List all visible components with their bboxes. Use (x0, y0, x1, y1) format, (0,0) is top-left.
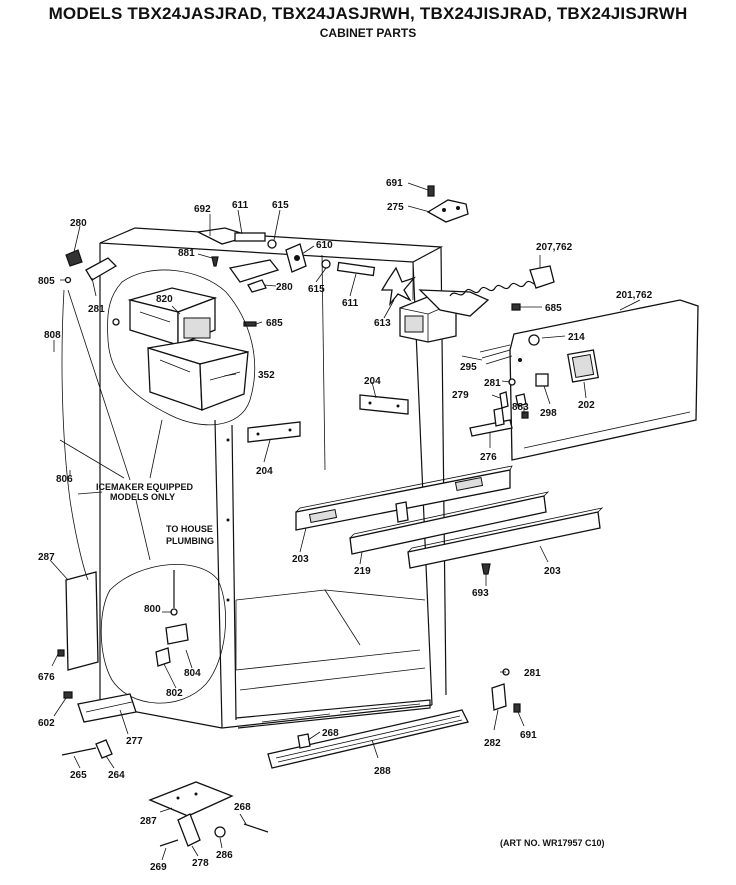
callout-203-left: 203 (292, 554, 309, 565)
callout-692: 692 (194, 204, 211, 215)
icemaker-note-line2: MODELS ONLY (110, 492, 175, 502)
callout-610: 610 (316, 240, 333, 251)
shelf-supports-204 (247, 394, 409, 443)
callout-214: 214 (568, 332, 585, 343)
icemaker-note-line1: ICEMAKER EQUIPPED (96, 482, 194, 492)
callout-282: 282 (484, 738, 501, 749)
water-tube-280 (64, 249, 267, 293)
fan-motor-housing (399, 265, 555, 343)
callout-277: 277 (126, 736, 143, 747)
callout-881: 881 (178, 248, 195, 259)
callout-287-bottom: 287 (140, 816, 157, 827)
callout-611-top: 611 (232, 200, 249, 211)
access-cover-287 (57, 571, 99, 671)
callout-615-mid: 615 (308, 284, 325, 295)
callout-691-bottom: 691 (520, 730, 537, 741)
callout-288: 288 (374, 766, 391, 777)
callout-264: 264 (108, 770, 125, 781)
callout-820: 820 (156, 294, 173, 305)
callout-691-top: 691 (386, 178, 403, 189)
callout-202: 202 (578, 400, 595, 411)
callout-203-right: 203 (544, 566, 561, 577)
top-hinge-275 (426, 185, 469, 223)
plumbing-note-line2: PLUMBING (166, 536, 214, 546)
callout-268: 268 (322, 728, 339, 739)
callout-281-right: 281 (524, 668, 541, 679)
page-subtitle: CABINET PARTS (319, 26, 417, 40)
callout-275: 275 (387, 202, 404, 213)
callout-281-left: 281 (88, 304, 105, 315)
callout-281-mid: 281 (484, 378, 501, 389)
bottom-left-parts (61, 691, 137, 759)
callout-352: 352 (258, 370, 275, 381)
callout-611-mid: 611 (342, 298, 359, 309)
callout-808: 808 (44, 330, 61, 341)
callout-804: 804 (184, 668, 201, 679)
callout-265: 265 (70, 770, 87, 781)
callout-276: 276 (480, 452, 497, 463)
callout-287-left: 287 (38, 552, 55, 563)
leader-lines (49, 182, 641, 861)
callout-805: 805 (38, 276, 55, 287)
plumbing-note-line1: TO HOUSE (166, 524, 213, 534)
callout-279: 279 (452, 390, 469, 401)
callout-295: 295 (460, 362, 477, 373)
callout-693: 693 (472, 588, 489, 599)
callout-613: 613 (374, 318, 391, 329)
callout-685-right: 685 (545, 303, 562, 314)
callout-269: 269 (150, 862, 167, 873)
base-grille-288 (267, 709, 469, 769)
callout-685-left: 685 (266, 318, 283, 329)
callout-676: 676 (38, 672, 55, 683)
callout-286: 286 (216, 850, 233, 861)
mullion-rails (295, 465, 604, 575)
callout-278: 278 (192, 858, 209, 869)
callout-280-mid: 280 (276, 282, 293, 293)
callout-204-left: 204 (256, 466, 273, 477)
callout-201-762: 201,762 (616, 290, 653, 301)
bottom-right-hinge (491, 668, 521, 713)
icemaker-outline (107, 269, 256, 426)
callout-615-top: 615 (272, 200, 289, 211)
callout-207-762: 207,762 (536, 242, 573, 253)
callout-883: 883 (512, 402, 529, 413)
callout-204-right: 204 (364, 376, 381, 387)
callout-219: 219 (354, 566, 371, 577)
top-damper-parts (195, 227, 416, 307)
callout-280-left: 280 (70, 218, 87, 229)
callout-602: 602 (38, 718, 55, 729)
callout-268-bottom: 268 (234, 802, 251, 813)
cabinet-body (99, 227, 447, 729)
water-valve-area (100, 564, 227, 704)
callout-802: 802 (166, 688, 183, 699)
icemaker-assembly (112, 287, 257, 411)
bottom-center-parts (148, 781, 269, 847)
callout-298: 298 (540, 408, 557, 419)
callout-806: 806 (56, 474, 73, 485)
callout-labels: 691 275 692 611 615 610 881 280 280 615 … (38, 178, 653, 873)
callout-800: 800 (144, 604, 161, 615)
page-title: MODELS TBX24JASJRAD, TBX24JASJRWH, TBX24… (48, 4, 688, 23)
art-number: (ART NO. WR17957 C10) (500, 838, 605, 848)
control-panel (469, 299, 699, 461)
